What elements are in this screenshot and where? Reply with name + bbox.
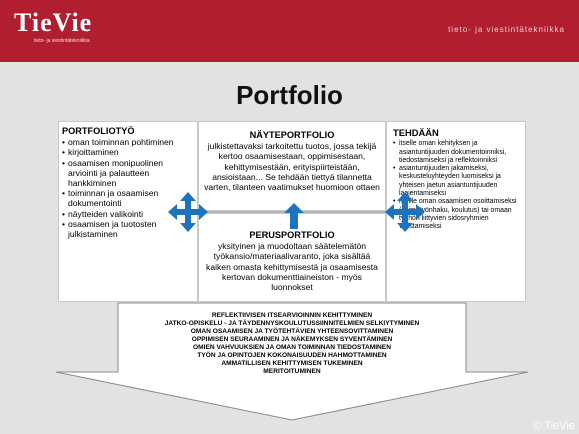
list-item: näytteiden valikointi — [62, 209, 194, 219]
list-item: oman toiminnan pohtiminen — [62, 137, 194, 147]
list-item: osaamisen ja tuotosten julkistaminen — [62, 219, 194, 239]
tehdaan-heading: TEHDÄÄN — [393, 127, 439, 138]
list-item: osaamisen monipuolinen arviointi ja pala… — [62, 158, 194, 189]
list-item: asiantuntijuuden jakamiseksi, keskustelu… — [393, 165, 521, 198]
portfoliotyo-heading: PORTFOLIOTYÖ — [62, 126, 135, 136]
outcome-item: OMAN OSAAMISEN JA TYÖTEHTÄVIEN YHTEENSOV… — [190, 328, 394, 335]
header-bar: TieVie tieto- ja viestintätekniikka tiet… — [0, 0, 579, 62]
outcomes-list: REFLEKTIIVISEN ITSEARVIOINNIN KEHITTYMIN… — [118, 312, 466, 376]
nayteportfolio-panel: NÄYTEPORTFOLIO julkistettavaksi tarkoite… — [198, 121, 386, 211]
list-item: itselle oman kehityksen ja asiantuntijuu… — [393, 140, 521, 165]
up-arrow-icon — [284, 203, 304, 229]
logo-text: TieVie — [14, 8, 93, 37]
perusportfolio-text: yksityinen ja muodoltaan säätelemätön ty… — [206, 241, 378, 293]
four-way-arrow-icon — [385, 192, 425, 232]
header-tagline: tieto- ja viestintätekniikka — [448, 25, 565, 34]
outcome-item: TYÖN JA OPINTOJEN KOKONAISUUDEN HAHMOTTA… — [197, 352, 387, 359]
outcome-item: JATKO-OPISKELU - JA TÄYDENNYSKOULUTUSSII… — [164, 320, 420, 327]
page-title: Portfolio — [236, 80, 343, 110]
list-item: toiminnan ja osaamisen dokumentointi — [62, 188, 194, 208]
perusportfolio-heading: PERUSPORTFOLIO — [249, 230, 335, 240]
nayteportfolio-text: julkistettavaksi tarkoitettu tuotos, jos… — [204, 141, 380, 193]
outcome-item: OMIEN VAHVUUKSIEN JA OMAN TOIMINNAN TIED… — [193, 344, 391, 351]
outcome-item: AMMATILLISEN KEHITTYMISEN TUKEMINEN — [221, 360, 363, 367]
outcome-item: OPPIMISEN SEURAAMINEN JA NÄKEMYKSEN SYVE… — [191, 336, 393, 343]
portfoliotyo-list: oman toiminnan pohtiminen kirjoittaminen… — [62, 137, 194, 239]
perusportfolio-panel: PERUSPORTFOLIO yksityinen ja muodoltaan … — [198, 213, 386, 302]
list-item: muille oman osaamisen osoittamiseksi (es… — [393, 198, 521, 231]
outcome-item: REFLEKTIIVISEN ITSEARVIOINNIN KEHITTYMIN… — [211, 312, 373, 319]
logo-subtext: tieto- ja viestintätekniikka — [34, 38, 90, 44]
copyright: © TieVie — [533, 420, 575, 432]
outcome-item: MERITOITUMINEN — [263, 368, 321, 375]
list-item: kirjoittaminen — [62, 147, 194, 157]
logo: TieVie tieto- ja viestintätekniikka — [14, 8, 92, 44]
tehdaan-list: itselle oman kehityksen ja asiantuntijuu… — [393, 140, 521, 231]
nayteportfolio-heading: NÄYTEPORTFOLIO — [249, 130, 335, 140]
four-way-arrow-icon — [168, 192, 208, 232]
